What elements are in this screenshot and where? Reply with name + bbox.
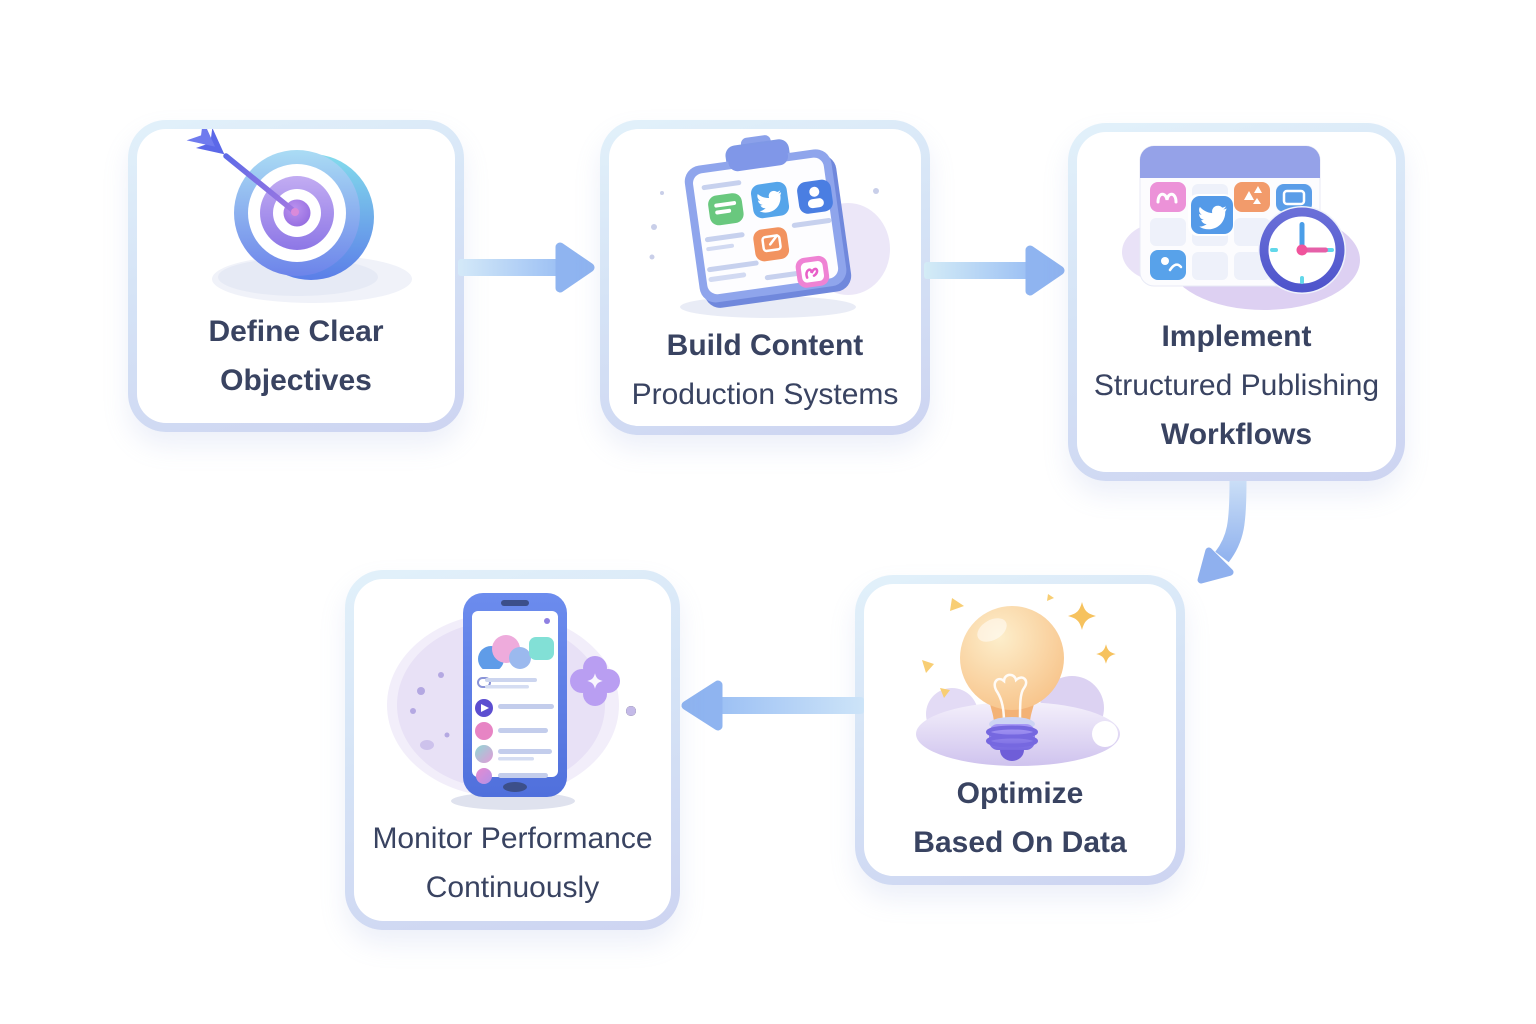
- target-icon: [137, 129, 455, 307]
- step-label: Optimize Based On Data: [913, 769, 1126, 867]
- step-label-line: Monitor Performance: [372, 822, 653, 855]
- step-card-build-content-production-systems: Build Content Production Systems: [600, 120, 930, 435]
- arrow-step3-to-step4: [1197, 481, 1247, 584]
- step-label-line: Build Content: [666, 329, 864, 362]
- step-label-line: Define Clear: [208, 315, 384, 348]
- step-label-line: Continuously: [425, 871, 600, 904]
- smartphone-analytics-icon: [354, 579, 671, 814]
- lightbulb-icon: [864, 584, 1176, 769]
- arrow-step4-to-step5: [681, 680, 864, 731]
- step-label-line: Production Systems: [631, 378, 899, 411]
- clipboard-social-icon: [609, 129, 921, 321]
- step-card-monitor-performance-continuously: Monitor Performance Continuously: [345, 570, 680, 930]
- arrow-step2-to-step3: [924, 245, 1065, 296]
- step-label-line: Optimize: [956, 777, 1084, 810]
- step-label: Monitor Performance Continuously: [372, 814, 652, 912]
- step-label-line: Structured Publishing: [1093, 369, 1380, 402]
- arrow-step1-to-step2: [458, 242, 595, 293]
- step-card-implement-structured-publishing-workflows: Implement Structured Publishing Workflow…: [1068, 123, 1405, 481]
- step-label: Define Clear Objectives: [208, 307, 383, 405]
- step-label: Build Content Production Systems: [632, 321, 899, 419]
- step-label: Implement Structured Publishing Workflow…: [1094, 312, 1379, 459]
- step-label-line: Workflows: [1160, 418, 1313, 451]
- step-label-line: Implement: [1161, 320, 1312, 353]
- step-card-define-clear-objectives: Define Clear Objectives: [128, 120, 464, 432]
- step-label-line: Objectives: [220, 364, 372, 397]
- calendar-clock-icon: [1077, 132, 1396, 312]
- step-card-optimize-based-on-data: Optimize Based On Data: [855, 575, 1185, 885]
- step-label-line: Based On Data: [913, 826, 1127, 859]
